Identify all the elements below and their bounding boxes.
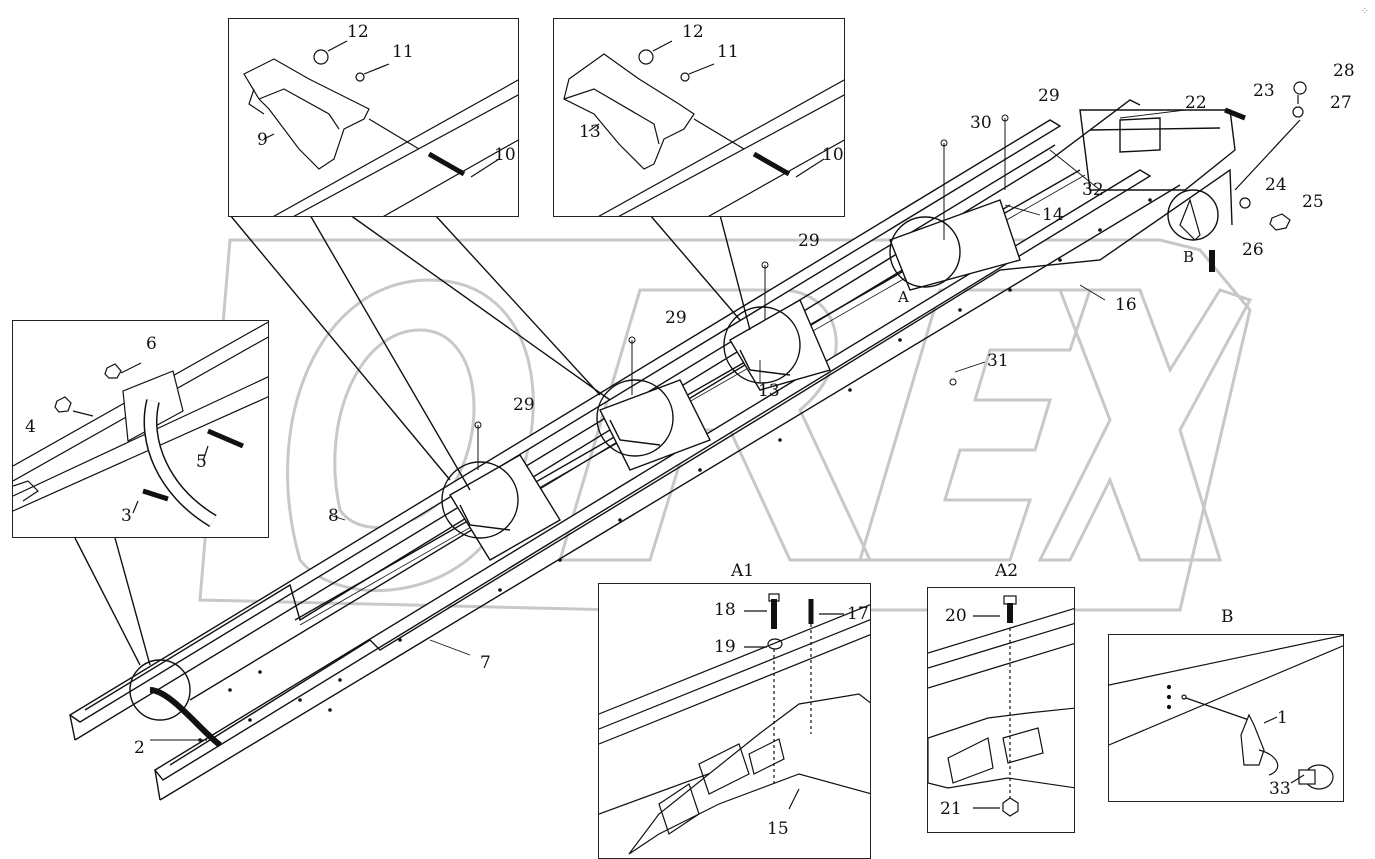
part-label-29a: 29 [513,395,535,415]
part-label-14: 14 [1042,205,1064,225]
part-label-29c: 29 [798,231,820,251]
detail-crossmember-13: 13 10 11 12 [553,18,845,217]
part-label-29d: 29 [1038,86,1060,106]
bolt-markers [474,114,1009,470]
part-label-11a: 11 [392,42,414,62]
part-label-29b: 29 [665,308,687,328]
part-label-21: 21 [940,799,962,819]
loose-parts [1179,81,1307,272]
part-label-20: 20 [945,606,967,626]
part-label-5: 5 [196,452,207,472]
part-label-28: 28 [1333,61,1355,81]
part-label-30: 30 [970,113,992,133]
part-label-22: 22 [1185,93,1207,113]
part-label-3: 3 [121,506,132,526]
crossmember-2 [599,379,711,471]
part-label-8: 8 [328,506,339,526]
part-label-18: 18 [714,600,736,620]
detail-a1: 15 17 18 19 [598,583,871,859]
part-label-33: 33 [1269,779,1291,799]
callout-b: B [1183,248,1195,266]
part-label-15: 15 [767,819,789,839]
part-label-9: 9 [257,130,268,150]
detail-title-a1: A1 [731,561,755,581]
part-label-2: 2 [134,738,145,758]
detail-b: 1 33 [1108,634,1344,802]
crossmember-3 [729,299,831,391]
part-label-27: 27 [1330,93,1352,113]
detail-tow-hook: 3 4 5 6 [12,320,269,538]
part-label-11b: 11 [717,42,739,62]
part-label-26: 26 [1242,240,1264,260]
detail-a2: 20 21 [927,587,1075,833]
part-label-13b: 13 [758,381,780,401]
detail-crossmember-9: 9 10 11 12 [228,18,519,217]
detail-title-a2: A2 [995,561,1019,581]
part-label-12a: 12 [347,22,369,42]
part-label-31: 31 [987,351,1009,371]
part-label-12b: 12 [682,22,704,42]
detail-title-b: B [1221,607,1234,627]
part-label-16: 16 [1115,295,1137,315]
part-label-6: 6 [146,334,157,354]
part-label-25: 25 [1302,192,1324,212]
part-label-32: 32 [1082,180,1104,200]
part-label-19: 19 [714,637,736,657]
part-label-17: 17 [847,604,869,624]
crossmember-front [889,199,1021,291]
part-label-4: 4 [25,417,36,437]
part-label-24: 24 [1265,175,1287,195]
part-label-10a: 10 [494,145,516,165]
part-label-13a: 13 [579,122,601,142]
part-label-10b: 10 [822,145,844,165]
part-label-1: 1 [1277,708,1288,728]
part-label-7: 7 [480,653,491,673]
corner-mark: ⁘ [1360,6,1369,17]
callout-a: A [898,288,909,306]
frame-holes [198,198,1152,742]
part-label-23: 23 [1253,81,1275,101]
